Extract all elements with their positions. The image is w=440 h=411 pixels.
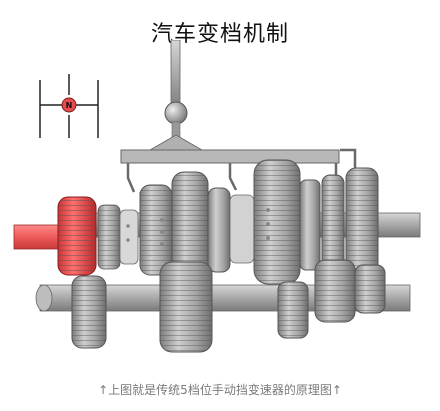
hub-bolts (126, 208, 270, 246)
lower-gears (71, 259, 386, 353)
upper-gears (139, 159, 379, 285)
input-gear (57, 196, 97, 276)
gearbox-diagram: N (13, 40, 421, 353)
gear-icon (139, 184, 173, 276)
neutral-label: N (66, 101, 73, 110)
shift-pattern-icon: N (39, 74, 99, 138)
neutral-knob (61, 97, 77, 113)
synchronizer-1 (97, 204, 139, 270)
shift-lever (148, 40, 204, 151)
diagram-caption: ↑上图就是传统5档位手动挡变速器的原理图↑ (98, 383, 342, 397)
